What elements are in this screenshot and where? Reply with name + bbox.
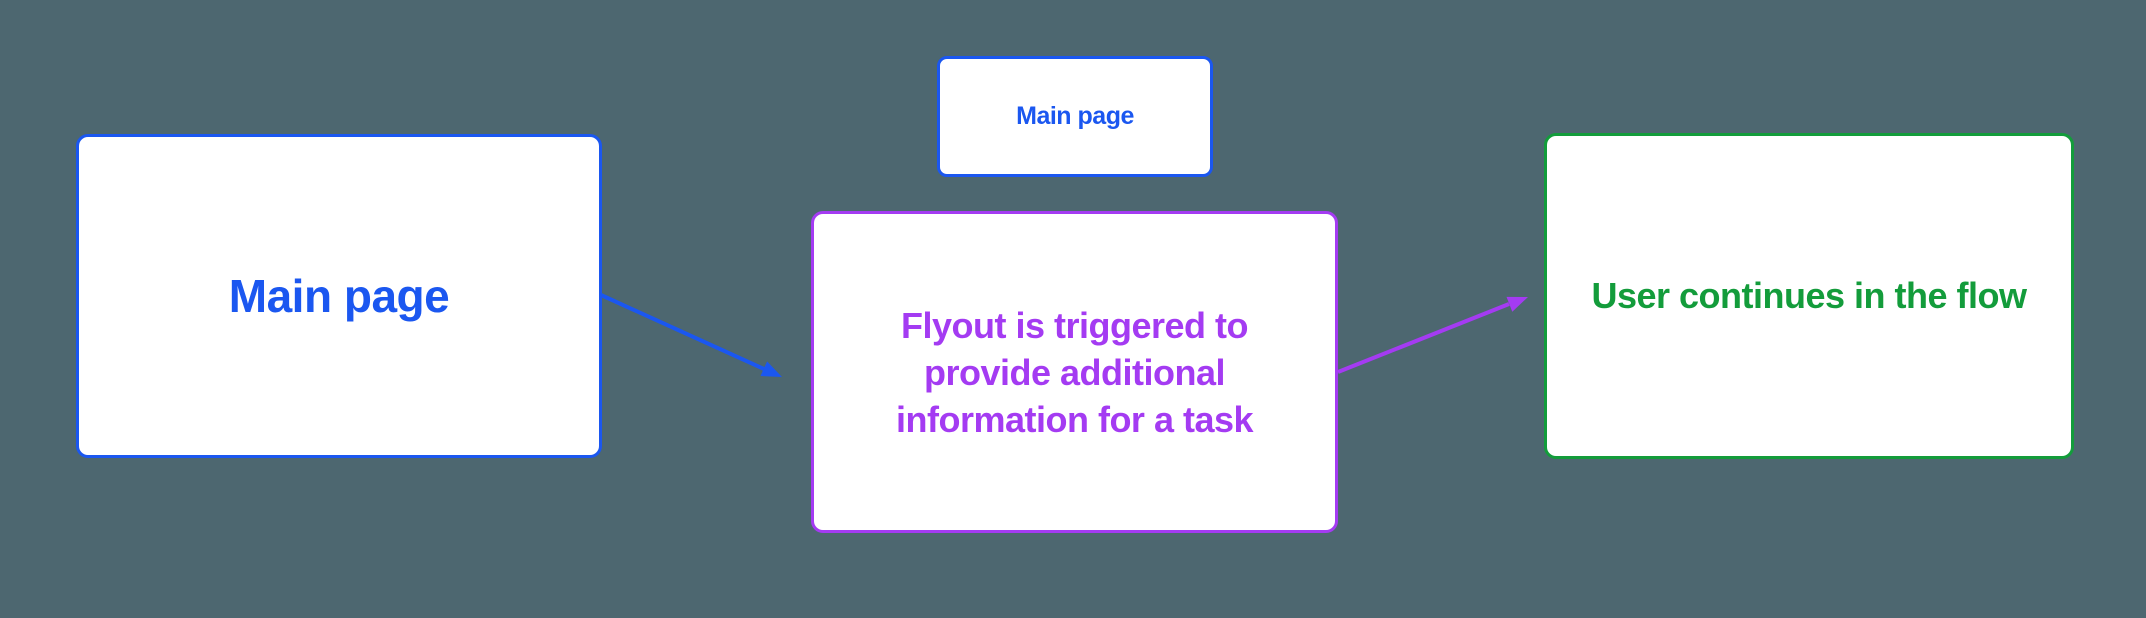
node-main-page-label: Main page — [228, 270, 450, 322]
arrow-flyout-to-continue-line — [1337, 302, 1510, 374]
arrowhead-icon — [760, 361, 782, 377]
arrow-main-to-flyout[interactable] — [600, 293, 782, 377]
node-flyout[interactable]: Flyout is triggered to provide additiona… — [811, 211, 1338, 533]
arrow-main-to-flyout-line — [600, 293, 765, 371]
node-flyout-label: Flyout is triggered to provide additiona… — [895, 304, 1254, 440]
node-main-page[interactable]: Main page — [76, 134, 602, 458]
node-main-page-small[interactable]: Main page — [937, 56, 1213, 177]
arrowhead-icon — [1506, 296, 1528, 312]
arrow-flyout-to-continue[interactable] — [1337, 296, 1528, 374]
node-user-continues[interactable]: User continues in the flow — [1544, 133, 2074, 459]
node-user-continues-label: User continues in the flow — [1591, 275, 2027, 316]
node-main-page-small-label: Main page — [1016, 102, 1134, 130]
